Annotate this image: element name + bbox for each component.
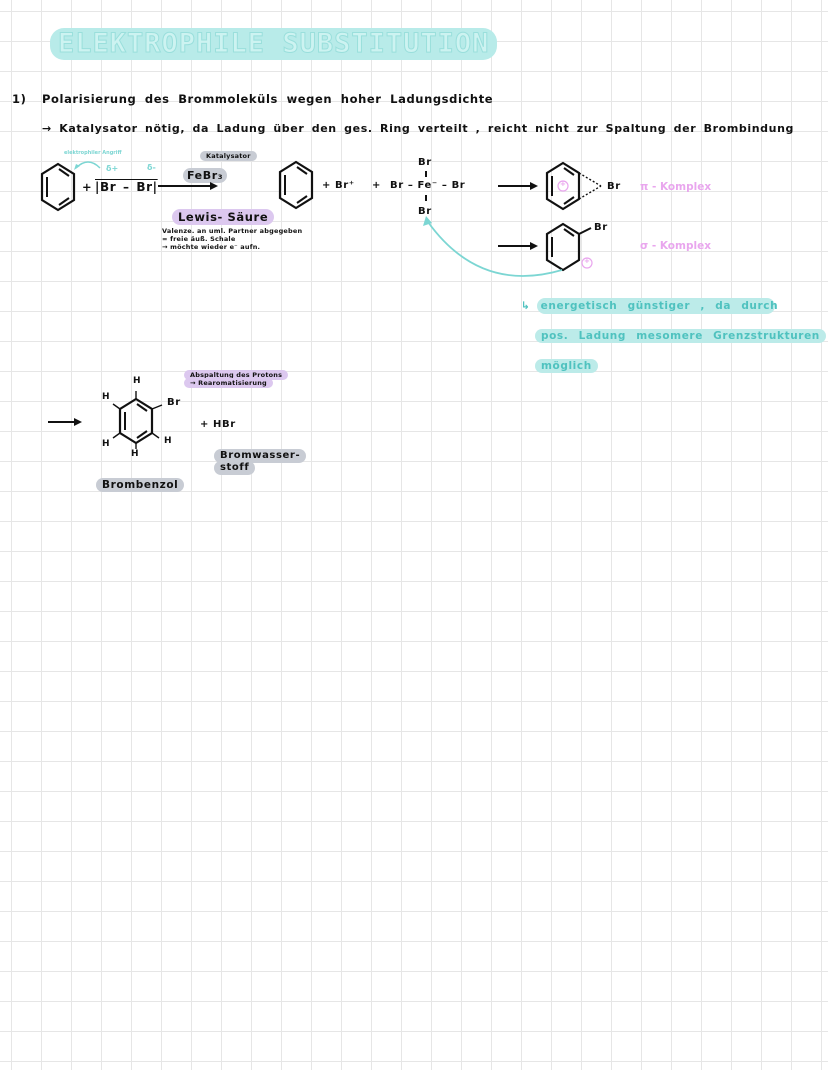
hbr-name-1: Bromwasser- xyxy=(214,449,307,463)
plus-sign-1: + xyxy=(82,180,93,194)
energy-note-1: ↳ energetisch günstiger , da durch xyxy=(521,300,779,312)
pi-complex-charge: + xyxy=(560,180,566,188)
energy-note-2: pos. Ladung mesomere Grenzstrukturen xyxy=(535,329,826,343)
lewis-note-1: Valenze. an uml. Partner abgegeben xyxy=(162,227,303,235)
bromonium-ion: + Br⁺ xyxy=(322,180,355,191)
catalyst-febr3: FeBr₃ xyxy=(183,168,228,183)
h-atom-left-bottom: H xyxy=(102,439,111,449)
sigma-complex-br: Br xyxy=(594,222,608,233)
bromobenzene-structure xyxy=(112,391,163,449)
reaction-arrow-product xyxy=(48,418,82,426)
delta-plus: δ+ xyxy=(106,164,119,173)
sigma-complex-charge: + xyxy=(584,257,590,265)
reaction-arrow-sigma xyxy=(498,242,538,250)
h-atom-top: H xyxy=(133,376,142,386)
reaction-arrow-1 xyxy=(158,182,218,190)
product-br: Br xyxy=(167,397,181,408)
pi-complex-structure xyxy=(545,161,602,211)
febr4-middle: Br – Fe⁻ – Br xyxy=(390,180,466,191)
page-title: ELEKTROPHILE SUBSTITUTION xyxy=(50,28,498,60)
h-atom-bottom: H xyxy=(131,449,140,459)
energy-note-3: möglich xyxy=(535,359,598,373)
febr4-bond-bottom xyxy=(425,195,427,201)
catalyst-label: Katalysator xyxy=(200,151,257,161)
step-heading: Polarisierung des Brommoleküls wegen hoh… xyxy=(42,92,494,106)
h-atom-right-bottom: H xyxy=(164,436,173,446)
curved-electron-arrow xyxy=(423,216,563,277)
proton-loss-label-1: Abspaltung des Protons xyxy=(184,370,289,380)
pi-complex-label: π - Komplex xyxy=(640,181,712,193)
plus-sign-2: + xyxy=(372,180,381,191)
sigma-complex-label: σ - Komplex xyxy=(640,240,711,252)
pi-complex-br: Br xyxy=(607,181,621,192)
lewis-note-2: = freie äuß. Schale xyxy=(162,235,236,243)
proton-loss-label-2: → Rearomatisierung xyxy=(184,378,273,388)
step-number: 1) xyxy=(12,92,27,106)
h-atom-left-top: H xyxy=(102,392,111,402)
febr4-top-br: Br xyxy=(418,157,432,168)
sigma-complex-structure xyxy=(545,222,593,272)
delta-minus: δ- xyxy=(147,163,156,172)
attack-arrow-icon xyxy=(74,161,101,170)
bromine-molecule: |Br – Br| xyxy=(95,180,158,194)
plus-hbr: + HBr xyxy=(200,419,236,430)
electrophilic-attack-label: elektrophiler Angriff xyxy=(64,150,122,156)
product-name: Brombenzol xyxy=(96,478,185,492)
hbr-name-2: stoff xyxy=(214,461,256,475)
lewis-note-3: → möchte wieder e⁻ aufn. xyxy=(162,243,261,251)
catalyst-note: → Katalysator nötig, da Ladung über den … xyxy=(42,122,794,135)
benzene-ring-1 xyxy=(40,162,76,212)
febr4-bottom-br: Br xyxy=(418,206,432,217)
reaction-arrow-pi xyxy=(498,182,538,190)
febr4-bond-top xyxy=(425,171,427,177)
benzene-ring-2 xyxy=(278,160,314,210)
lewis-acid-label: Lewis- Säure xyxy=(172,209,275,225)
